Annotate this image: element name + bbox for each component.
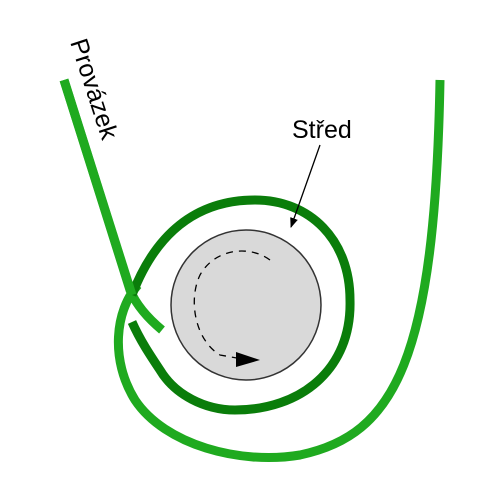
leader-arrow-icon <box>290 144 321 228</box>
center-label: Střed <box>292 116 352 144</box>
dashed-arrow-head <box>236 352 260 367</box>
string-left-strand <box>59 78 137 297</box>
dashed-curved-arrow-icon <box>193 250 271 361</box>
string-label: Provázek <box>64 35 123 143</box>
center-disk <box>170 229 322 381</box>
string-loop <box>127 195 355 415</box>
